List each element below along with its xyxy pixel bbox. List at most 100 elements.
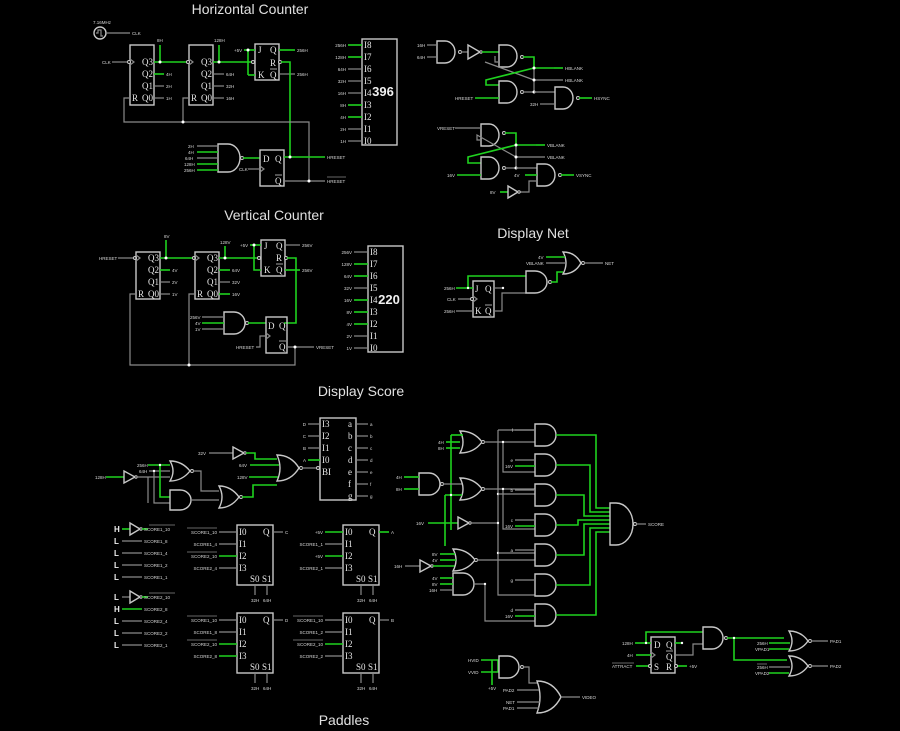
h-counter-2[interactable] — [188, 44, 214, 106]
score-out: SCORE — [648, 522, 664, 527]
pin-q0: Q0 — [148, 289, 159, 299]
pad1-nor[interactable] — [787, 630, 809, 652]
hsync-nand[interactable] — [554, 86, 574, 110]
v-out-32v: 32V — [232, 280, 240, 285]
mux-sel-pin: S0 — [356, 662, 366, 672]
pin-q2: Q2 — [148, 265, 159, 275]
switch-inverter — [129, 521, 142, 537]
seg-nand-1[interactable] — [418, 472, 441, 496]
h-reset-nand[interactable] — [217, 143, 241, 173]
h-d-flipflop[interactable] — [259, 149, 285, 187]
vsync-inverter[interactable] — [507, 184, 520, 200]
h-out-1h: 1H — [166, 96, 172, 101]
sd-or-2[interactable] — [217, 485, 240, 509]
paddle-nand[interactable] — [702, 626, 724, 650]
hsync-inverter[interactable] — [467, 43, 482, 61]
switch-level[interactable]: L — [114, 641, 119, 650]
pin-s: S — [654, 662, 659, 672]
mux-input: SCORE2_4 — [193, 566, 217, 571]
seven-segment-decoder[interactable] — [319, 417, 357, 501]
segment-and[interactable] — [534, 513, 557, 537]
switch-signal: SCORE1_4 — [144, 551, 168, 556]
seg-inverter-16v[interactable] — [457, 515, 471, 531]
v-out-1v: 1V — [172, 292, 178, 297]
segment-and[interactable] — [534, 483, 557, 507]
pad2-nor[interactable] — [787, 655, 809, 677]
sd-inverter-32v[interactable] — [232, 445, 246, 461]
switch-level[interactable]: L — [114, 629, 119, 638]
sd-or-1[interactable] — [168, 460, 191, 482]
paddle-256h-b: 256H — [757, 665, 768, 670]
segment-and[interactable] — [534, 603, 557, 627]
switch-level[interactable]: L — [114, 617, 119, 626]
decoder-pin: BI — [322, 467, 331, 477]
segment-and[interactable] — [534, 453, 557, 477]
pin-r: R — [197, 289, 203, 299]
h-out-2h: 2H — [166, 84, 172, 89]
vblank-label: VBLANK — [547, 143, 565, 148]
mux-q-pin: Q — [369, 527, 376, 537]
segment-and[interactable] — [534, 543, 557, 567]
video-or[interactable] — [535, 680, 562, 714]
score-nand[interactable] — [609, 502, 634, 546]
segment-and[interactable] — [534, 423, 557, 447]
mux-pin: I0 — [345, 615, 353, 625]
decoder-output: g — [370, 494, 373, 499]
h-jk-qbar-256h: 256H — [297, 72, 308, 77]
comparator-pin: I2 — [370, 319, 378, 329]
h-counter-1[interactable] — [129, 44, 155, 106]
mux-pin: I2 — [239, 639, 247, 649]
sd-and-1[interactable] — [169, 489, 192, 511]
switch-level[interactable]: H — [114, 525, 120, 534]
decoder-input: B — [303, 446, 306, 451]
switch-level[interactable]: L — [114, 549, 119, 558]
pin-q1: Q1 — [148, 277, 159, 287]
paddle-vpad2: VPAD2 — [755, 671, 770, 676]
seg-and-1[interactable] — [452, 572, 475, 596]
video-nand[interactable] — [498, 655, 520, 679]
pin-q0: Q0 — [201, 93, 212, 103]
net-nand[interactable] — [525, 270, 548, 294]
mux-pin: I1 — [345, 627, 353, 637]
sd-inverter-128h[interactable] — [123, 469, 137, 485]
switch-level[interactable]: L — [114, 593, 119, 602]
switch-level[interactable]: L — [114, 573, 119, 582]
vsync-nand[interactable] — [536, 163, 556, 187]
hsync-nand-1[interactable] — [436, 40, 456, 64]
h-comparator-396[interactable] — [361, 38, 398, 146]
mux-output: D — [285, 618, 289, 623]
v-reset-nand[interactable] — [223, 311, 246, 335]
paddle-256h-a: 256H — [757, 641, 768, 646]
seg-nor-3[interactable] — [451, 548, 476, 572]
h-and-inputs: 2H 4H 64H 128H 256H — [184, 144, 218, 173]
segment-and[interactable] — [534, 573, 557, 597]
sd-nor-blank[interactable] — [275, 454, 300, 482]
title-horizontal-counter: Horizontal Counter — [192, 1, 309, 17]
vsync-4v: 4V — [514, 173, 520, 178]
v-comparator-220[interactable] — [367, 245, 404, 353]
switch-level[interactable]: L — [114, 561, 119, 570]
mux-pin: I0 — [345, 527, 353, 537]
seg-16h-b: 16H — [429, 588, 437, 593]
h-jk-q-256h: 256H — [297, 48, 308, 53]
h-comparator-value: 396 — [372, 84, 394, 99]
v-counter-2[interactable] — [194, 251, 220, 300]
hblank-latch-nand-1[interactable] — [498, 44, 518, 68]
vblank-latch-nand-2[interactable] — [480, 156, 500, 180]
v-counter-1[interactable] — [135, 251, 161, 300]
hblank-latch-nand-2[interactable] — [498, 80, 518, 104]
segment-label: d — [510, 608, 513, 613]
vblank-latch-nand-1[interactable] — [480, 123, 500, 147]
pin-q0: Q0 — [142, 93, 153, 103]
seg-inverter-16h[interactable] — [419, 558, 433, 574]
seg-nor-1[interactable] — [458, 430, 483, 454]
switch-level[interactable]: L — [114, 537, 119, 546]
seg-nor-2[interactable] — [458, 477, 483, 501]
mux-pin: I3 — [345, 651, 353, 661]
comparator-input: 128H — [335, 55, 346, 60]
v-d-flipflop[interactable] — [265, 316, 288, 354]
comparator-input: 256V — [341, 250, 352, 255]
net-vblank: VBLANK — [526, 261, 544, 266]
switch-level[interactable]: H — [114, 605, 120, 614]
